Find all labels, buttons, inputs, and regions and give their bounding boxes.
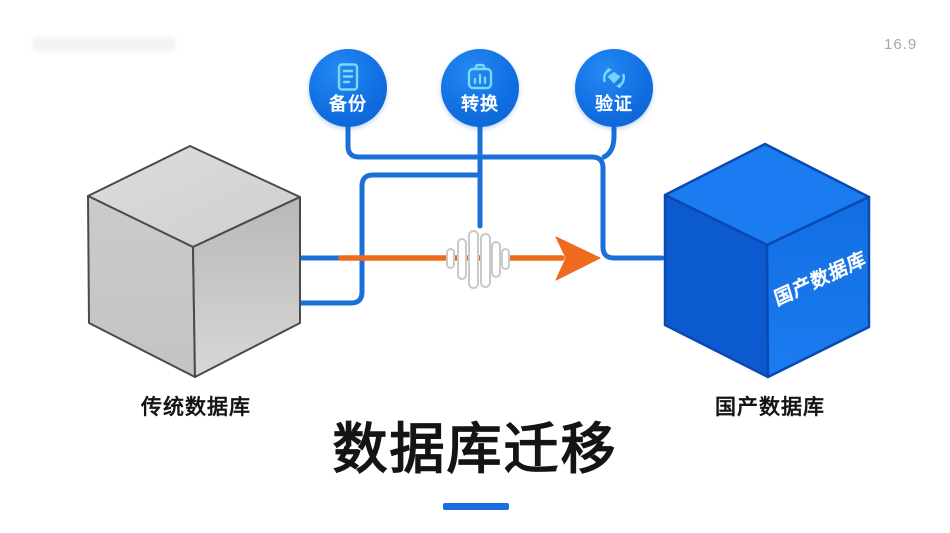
migration-arrowhead-icon <box>555 236 601 281</box>
source-cube <box>87 145 301 378</box>
corner-number: 16.9 <box>884 36 918 53</box>
verify-sync-icon <box>602 67 626 89</box>
process-node-label: 转换 <box>461 93 499 114</box>
convert-box-icon <box>467 63 493 89</box>
target-cube-right-face <box>765 195 871 379</box>
connector-lines <box>297 117 665 306</box>
target-cube <box>663 142 871 379</box>
process-node-label: 验证 <box>595 93 633 114</box>
connector-backup-to-verify-bus <box>345 117 665 261</box>
process-node-verify: 验证 <box>575 49 653 127</box>
title-underline <box>443 503 509 510</box>
waveform-icon <box>446 230 510 289</box>
process-node-convert: 转换 <box>441 49 519 127</box>
connector-verify-stub <box>601 117 617 160</box>
source-cube-right-face <box>192 196 301 378</box>
connector-source-to-convert <box>297 172 483 306</box>
document-icon <box>337 62 359 91</box>
watermark <box>33 37 175 52</box>
process-node-backup: 备份 <box>309 49 387 127</box>
process-node-label: 备份 <box>329 93 367 114</box>
target-database-caption: 国产数据库 <box>715 396 825 419</box>
page-title: 数据库迁移 <box>332 418 618 480</box>
source-database-caption: 传统数据库 <box>141 396 251 419</box>
